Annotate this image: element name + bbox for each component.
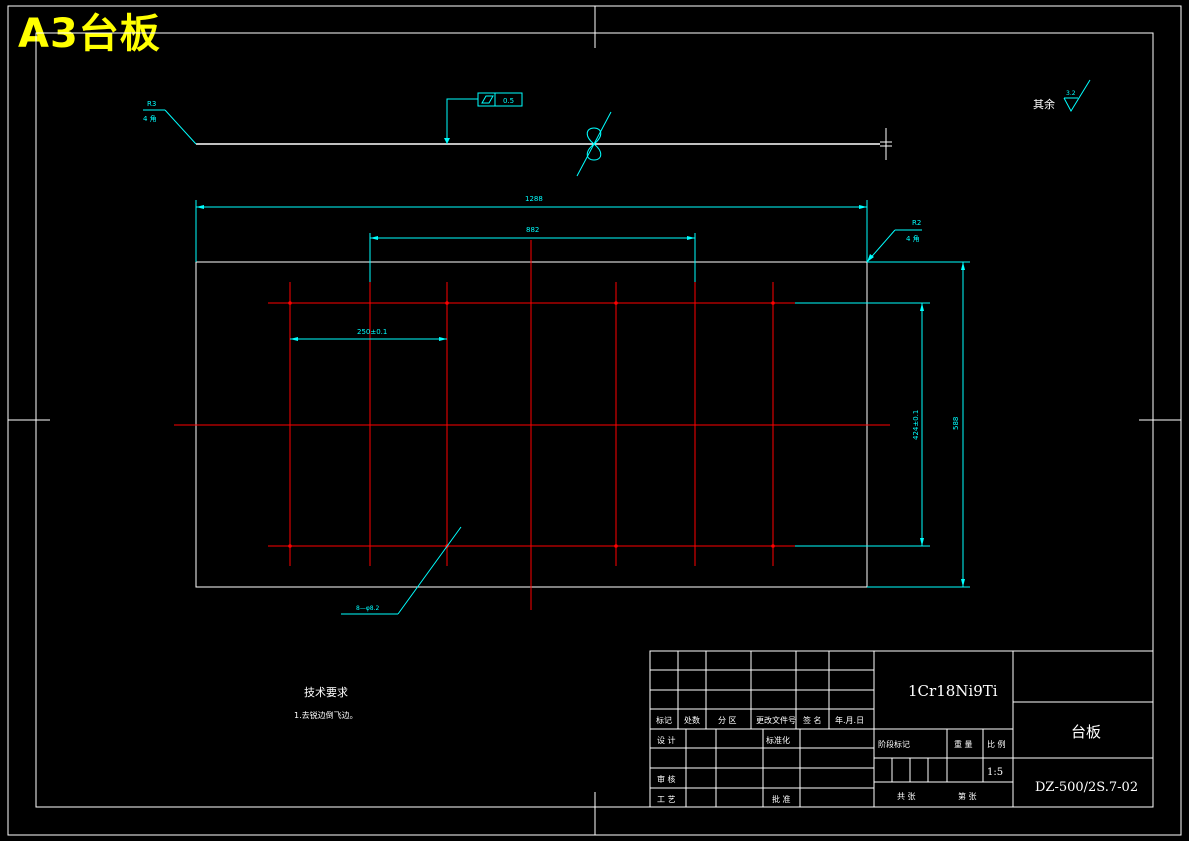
leader-radius-arrow — [867, 254, 874, 262]
dim-height-text: 588 — [952, 417, 960, 430]
dim-height-arrow-bottom — [961, 579, 965, 587]
tb-sheet-no: 第 张 — [958, 791, 977, 801]
leader-left-label: R3 — [147, 100, 156, 108]
tb-material: 1Cr18Ni9Ti — [908, 682, 998, 700]
dim-pitch-arrow-left — [290, 337, 298, 341]
surface-finish-value: 3.2 — [1066, 90, 1076, 97]
hole-marker — [445, 301, 449, 305]
dim-width-arrow-left — [196, 205, 204, 209]
flatness-arrow — [444, 138, 450, 144]
dim-center-arrow-left — [370, 236, 378, 240]
hole-marker — [614, 544, 618, 548]
hole-marker — [771, 301, 775, 305]
dim-width-text: 1288 — [525, 195, 543, 203]
dim-center-text: 882 — [526, 226, 539, 234]
leader-left-sublabel: 4 角 — [143, 114, 157, 123]
dim-pitch-text: 250±0.1 — [357, 328, 387, 336]
tb-header-sign: 签 名 — [803, 715, 822, 725]
dim-span-arrow-top — [920, 303, 924, 311]
dim-span-arrow-bottom — [920, 538, 924, 546]
tb-weight: 重 量 — [954, 739, 973, 749]
break-loop-lower — [586, 143, 602, 161]
leader-holes-label: 8—φ8.2 — [356, 605, 380, 612]
dim-height-arrow-top — [961, 262, 965, 270]
flatness-leader — [446, 98, 478, 144]
tb-row-review: 审 核 — [657, 774, 676, 784]
tb-part-name: 台板 — [1071, 723, 1101, 741]
tb-sheets-total: 共 张 — [897, 792, 916, 801]
tb-row-standard: 标准化 — [766, 735, 790, 745]
hole-marker — [614, 301, 618, 305]
dim-center-arrow-right — [687, 236, 695, 240]
hole-marker — [288, 544, 292, 548]
flatness-value: 0.5 — [503, 97, 514, 105]
hole-marker — [288, 301, 292, 305]
tb-header-date: 年.月.日 — [835, 715, 864, 725]
tb-row-process: 工 艺 — [657, 795, 676, 804]
flatness-frame — [477, 92, 523, 107]
break-loop-upper — [586, 127, 602, 145]
tb-header-zone: 分 区 — [718, 716, 737, 725]
tb-header-count: 处数 — [684, 715, 700, 725]
leader-radius-label: R2 — [912, 219, 921, 227]
title-block — [649, 650, 1154, 808]
hole-marker — [771, 544, 775, 548]
tb-row-approve: 批 准 — [772, 794, 791, 804]
tb-stage-mark: 阶段标记 — [878, 739, 910, 749]
tb-scale-label: 比 例 — [987, 739, 1006, 749]
tb-row-design: 设 计 — [657, 735, 676, 745]
flatness-icon — [481, 95, 494, 104]
tb-header-docno: 更改文件号 — [756, 715, 796, 725]
tb-header-mark: 标记 — [656, 715, 672, 725]
leader-holes — [397, 526, 462, 615]
surface-finish-label: 其余 — [1033, 97, 1055, 111]
tech-requirements-item: 1.去锐边倒飞边。 — [294, 710, 358, 720]
tb-scale-value: 1:5 — [987, 767, 1003, 778]
leader-left — [164, 109, 197, 145]
dim-pitch-arrow-right — [439, 337, 447, 341]
sheet-label: A3台板 — [18, 11, 161, 57]
dim-width-arrow-right — [859, 205, 867, 209]
surface-finish-icon — [1063, 79, 1091, 113]
tb-drawing-number: DZ-500/2S.7-02 — [1035, 780, 1138, 795]
dim-span-text: 424±0.1 — [912, 410, 920, 440]
leader-radius-sublabel: 4 角 — [906, 234, 920, 243]
tech-requirements-title: 技术要求 — [304, 686, 348, 699]
